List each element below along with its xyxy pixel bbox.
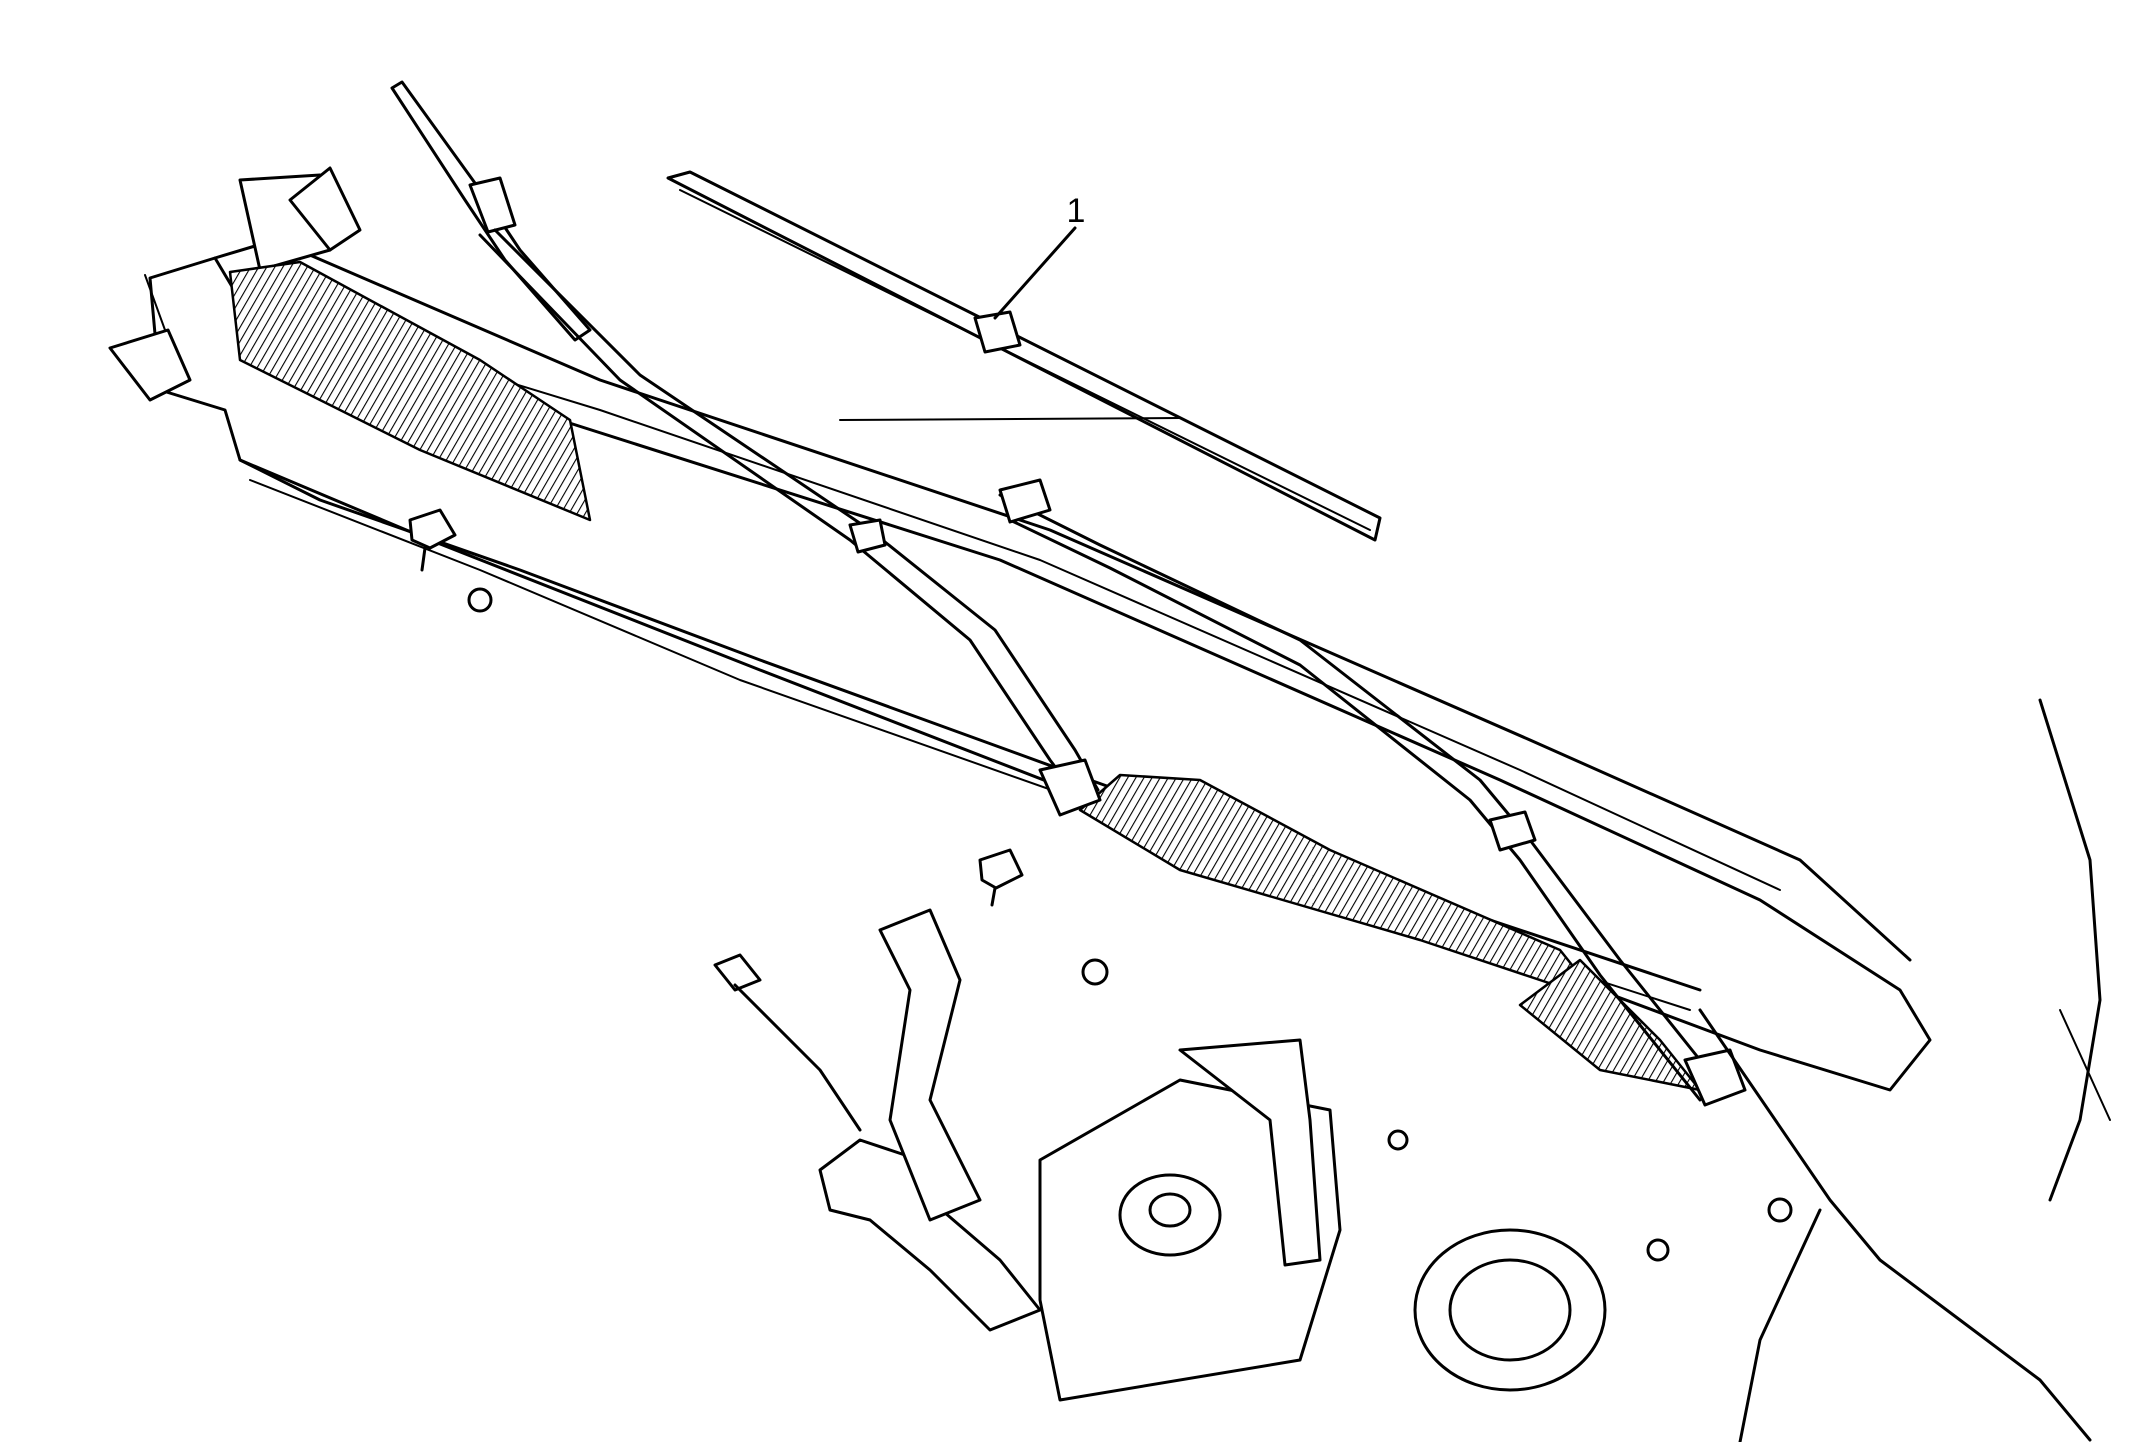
callout-1: 1 — [993, 192, 1086, 320]
cowl-panel — [108, 166, 1932, 1223]
wiper-blade — [666, 170, 1382, 542]
left-cowl-grille — [228, 260, 592, 522]
callout-1-number: 1 — [1067, 192, 1086, 230]
right-wiper-arm — [998, 478, 1747, 1107]
center-cowl-grille — [1078, 773, 1602, 1002]
right-cowl-grille — [1518, 958, 1702, 1092]
engine-bay — [713, 698, 2111, 1442]
callout-1-leader — [993, 226, 1077, 320]
left-wiper-arm — [390, 80, 1102, 817]
